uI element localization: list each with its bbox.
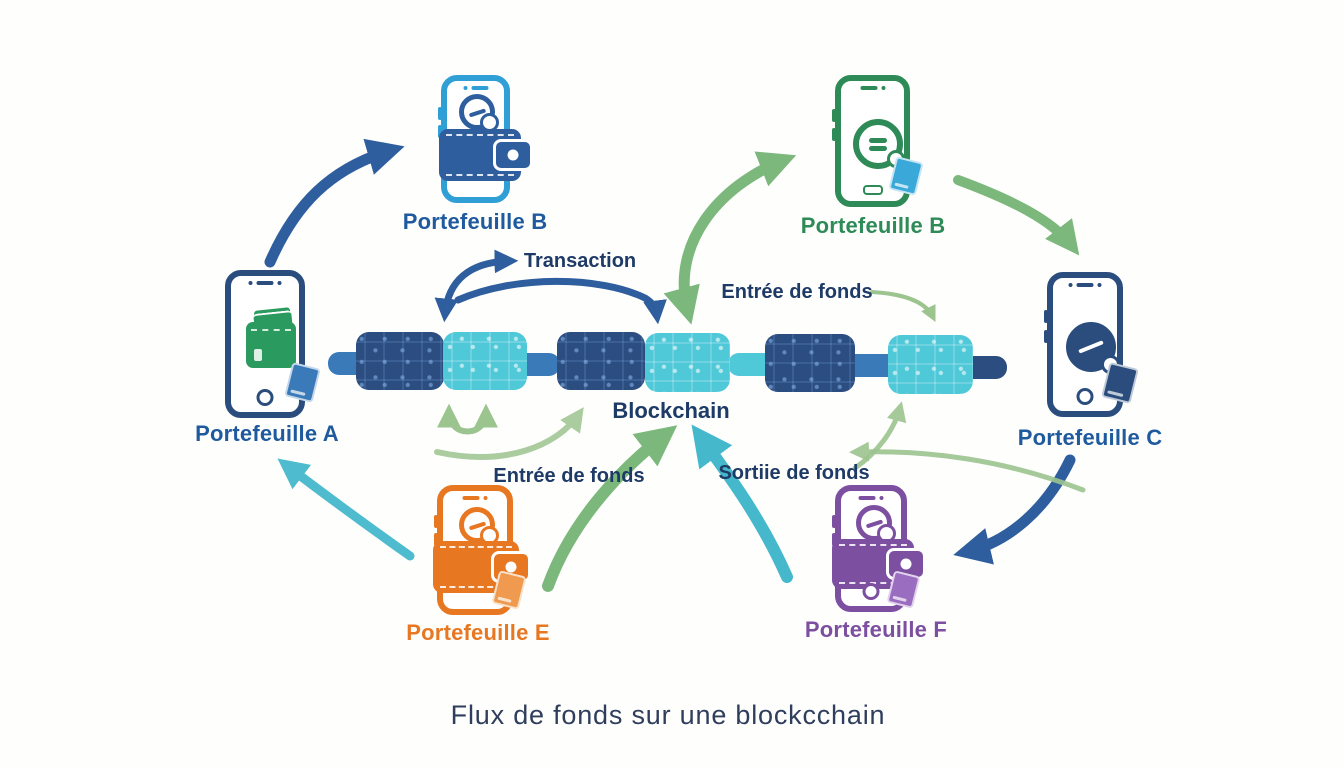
diagram-caption: Flux de fonds sur une blockcchain [450, 700, 886, 730]
chain-block [356, 332, 444, 390]
arrow-c-to-f [953, 454, 1076, 565]
arrow-right-up-to-chain [852, 401, 907, 471]
bill-wallet-icon [246, 310, 296, 368]
phone-home-button [862, 185, 883, 195]
card-icon [284, 362, 321, 403]
phone-wallet-f [832, 485, 926, 612]
arrow-transaction-to-chain [454, 277, 667, 325]
phone-notch [860, 86, 885, 90]
entree-de-fonds-bottom-label: Entrée de fonds [493, 465, 645, 487]
chain-block [557, 332, 645, 390]
chain-block [765, 334, 855, 392]
phone-notch [463, 86, 488, 90]
wallet-f-label: Portefeuille F [804, 617, 948, 642]
chain-block [645, 333, 730, 392]
chain-block [443, 332, 527, 390]
sortie-de-fonds-label: Sortiie de fonds [718, 462, 870, 484]
wallet-b-green-label: Portefeuille B [800, 213, 946, 238]
arrow-e-to-a [277, 458, 415, 561]
phone-notch [248, 281, 282, 285]
phone-notch [462, 496, 488, 500]
entree-de-fonds-top-label: Entrée de fonds [721, 281, 873, 303]
gauge-icon [1066, 322, 1120, 374]
arrow-greenb-to-c [953, 175, 1080, 256]
gauge-icon [459, 507, 499, 545]
wallet-e-label: Portefeuille E [406, 620, 550, 645]
gauge-icon [459, 94, 499, 132]
arrow-u-arc-under-chain [437, 403, 498, 435]
phone-wallet-a [225, 270, 321, 418]
chain-block [888, 335, 973, 394]
phone-home-button [256, 389, 274, 406]
arrow-entree-bottom-to-chain [542, 425, 678, 592]
arrow-a-to-b [264, 138, 405, 268]
blockchain-label: Blockchain [612, 398, 730, 423]
phone-wallet-e [433, 485, 531, 615]
phone-wallet-c [1044, 272, 1139, 417]
gauge-icon [856, 505, 896, 543]
wallet-a-label: Portefeuille A [195, 421, 339, 446]
phone-notch [1068, 283, 1102, 287]
arrow-swoosh-under-chain [434, 407, 584, 460]
phone-notch [858, 496, 884, 500]
phone-home-button [862, 583, 880, 600]
arrow-sortie-to-chain [691, 424, 793, 583]
phone-home-button [1076, 388, 1094, 405]
arrow-transaction-loop [434, 249, 519, 323]
arrow-entree-top-to-chain [870, 290, 936, 323]
wallet-icon [439, 129, 533, 181]
phone-wallet-b-blue [438, 75, 533, 203]
wallet-icon [433, 541, 531, 593]
phone-wallet-b-green [832, 75, 924, 207]
transaction-label: Transaction [523, 250, 637, 272]
wallet-b-blue-label: Portefeuille B [402, 209, 548, 234]
wallet-c-label: Portefeuille C [1017, 425, 1163, 450]
